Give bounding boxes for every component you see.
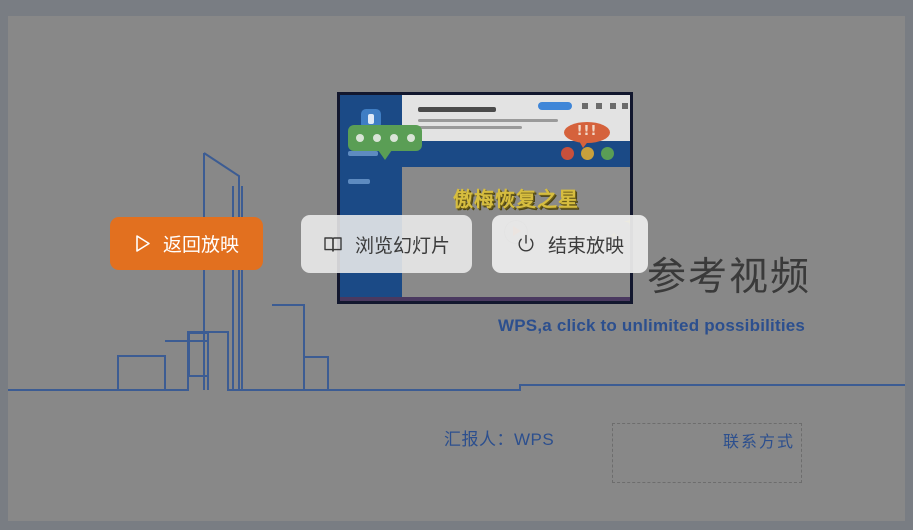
thumbnail-sidebar-row: [348, 151, 378, 156]
speech-bubble-dot: [390, 134, 398, 142]
speech-bubble-dot: [356, 134, 364, 142]
thumbnail-window-close-icon: [622, 103, 628, 109]
thumbnail-speech-bubble: [348, 125, 422, 160]
thumbnail-window-maximize-icon: [610, 103, 616, 109]
thumbnail-traffic-dot-green: [601, 147, 614, 160]
contact-placeholder-box[interactable]: 联系方式: [612, 423, 802, 483]
page-title: 参考视频: [647, 255, 812, 300]
slide-tagline: WPS,a click to unlimited possibilities: [498, 316, 806, 335]
open-book-icon: [323, 235, 343, 254]
presenter-label: 汇报人：WPS: [444, 430, 555, 449]
thumbnail-title-text: 傲梅恢复之星: [453, 187, 579, 211]
resume-slideshow-label: 返回放映: [163, 235, 240, 256]
browse-slides-label: 浏览幻灯片: [355, 235, 451, 257]
thumbnail-blue-toolbar: [402, 141, 630, 167]
speech-bubble-dot: [407, 134, 415, 142]
thumbnail-window-minimize-icon: [582, 103, 588, 109]
slide-canvas[interactable]: !!! 傲梅恢复之星 参考视频 WPS,a click to unlimited…: [8, 16, 905, 521]
power-icon: [516, 234, 536, 254]
thumbnail-bottom-strip: [340, 297, 630, 301]
thumbnail-app-logo-icon: [361, 109, 381, 129]
thumbnail-alert-bubble: !!!: [564, 122, 610, 148]
play-triangle-icon: [134, 234, 151, 253]
thumbnail-traffic-dot-red: [561, 147, 574, 160]
thumbnail-cta-pill: [538, 102, 572, 110]
speech-bubble-dot: [373, 134, 381, 142]
thumbnail-sidebar-row: [348, 179, 370, 184]
thumbnail-window-title: [418, 107, 496, 112]
thumbnail-window-subtitle: [418, 119, 558, 122]
browse-slides-button[interactable]: 浏览幻灯片: [301, 215, 473, 273]
thumbnail-window-restore-icon: [596, 103, 602, 109]
thumbnail-traffic-dot-yellow: [581, 147, 594, 160]
thumbnail-window-subtitle: [418, 126, 522, 129]
resume-slideshow-button[interactable]: 返回放映: [110, 217, 264, 270]
contact-label: 联系方式: [722, 434, 795, 451]
end-slideshow-label: 结束放映: [548, 235, 625, 257]
end-slideshow-button[interactable]: 结束放映: [492, 215, 649, 273]
thumbnail-window-header: [402, 95, 630, 141]
